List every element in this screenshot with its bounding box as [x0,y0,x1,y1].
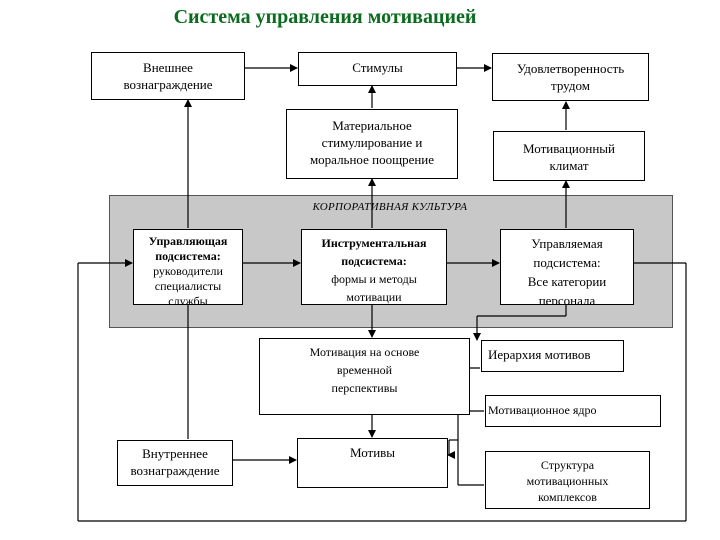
motives-box: Мотивы [297,438,448,488]
motive-hierarchy-box: Иерархия мотивов [481,340,624,372]
managed-subsystem-box: Управляемая подсистема: Все категории пе… [500,229,634,305]
internal-reward-box: Внутреннее вознаграждение [117,440,233,486]
stimuli-box: Стимулы [298,52,457,86]
complex-structure-box: Структура мотивационных комплексов [485,451,650,509]
material-stimulation-box: Материальное стимулирование и моральное … [286,109,458,179]
motivation-core-box: Мотивационное ядро [485,395,661,427]
diagram-title: Система управления мотивацией [173,6,477,28]
managing-subsystem-box: Управляющая подсистема: руководители спе… [133,229,243,305]
perspective-motivation-box: Мотивация на основе временной перспектив… [259,338,470,415]
corporate-culture-label: КОРПОРАТИВНАЯ КУЛЬТУРА [312,201,468,213]
instrumental-subsystem-box: Инструментальная подсистема: формы и мет… [301,229,447,305]
motivational-climate-box: Мотивационный климат [493,131,645,181]
job-satisfaction-box: Удовлетворенность трудом [492,53,649,101]
external-reward-box: Внешнее вознаграждение [91,52,245,100]
